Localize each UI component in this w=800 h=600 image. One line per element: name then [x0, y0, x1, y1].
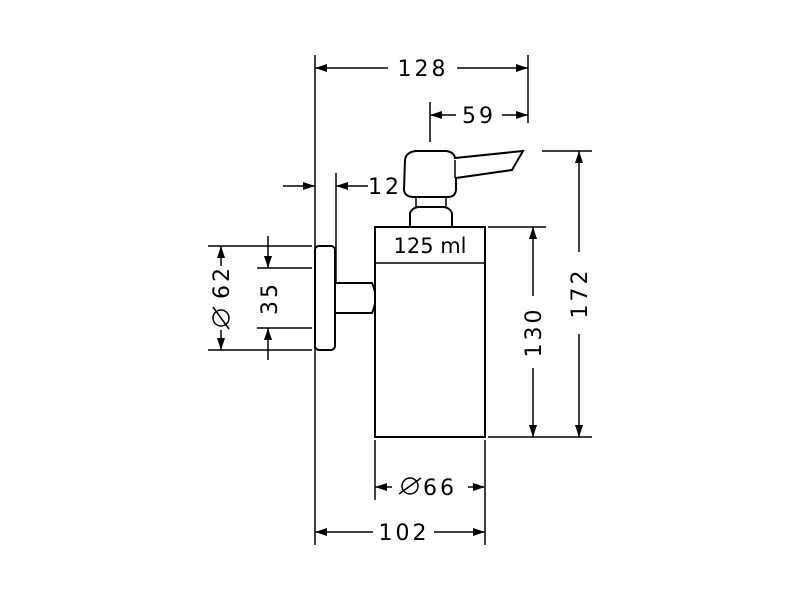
wall-rosette: [314, 245, 336, 351]
dim-overall-width: 128: [315, 57, 528, 82]
dim-12-label: 12: [368, 175, 402, 200]
dim-66-label: 66: [423, 476, 457, 501]
dim-rosette-diameter: 62: [210, 246, 235, 350]
dim-130-label: 130: [522, 307, 547, 358]
diameter-symbol-icon: [398, 477, 422, 495]
pump-neck: [409, 206, 453, 228]
dim-wall-gap: 12: [283, 175, 402, 200]
dim-bottle-diameter: 66: [375, 476, 485, 501]
mounting-arm: [334, 282, 377, 314]
pump-head: [402, 149, 525, 198]
dim-bottle-height: 130: [522, 227, 547, 437]
capacity-label: 125 ml: [393, 234, 466, 258]
diameter-symbol-icon: [212, 306, 230, 330]
dim-mount-height: 35: [258, 236, 283, 360]
dim-128-label: 128: [398, 57, 449, 82]
dim-102-label: 102: [379, 521, 430, 546]
dim-59-label: 59: [462, 104, 496, 129]
soap-bottle: [374, 226, 486, 438]
dim-projection: 102: [315, 521, 485, 546]
dim-172-label: 172: [568, 268, 593, 319]
dispenser-outline: [314, 149, 525, 438]
dim-total-height: 172: [568, 151, 593, 437]
dim-35-label: 35: [258, 281, 283, 315]
dim-lever-reach: 59: [430, 104, 528, 129]
dim-62-label: 62: [210, 265, 235, 299]
